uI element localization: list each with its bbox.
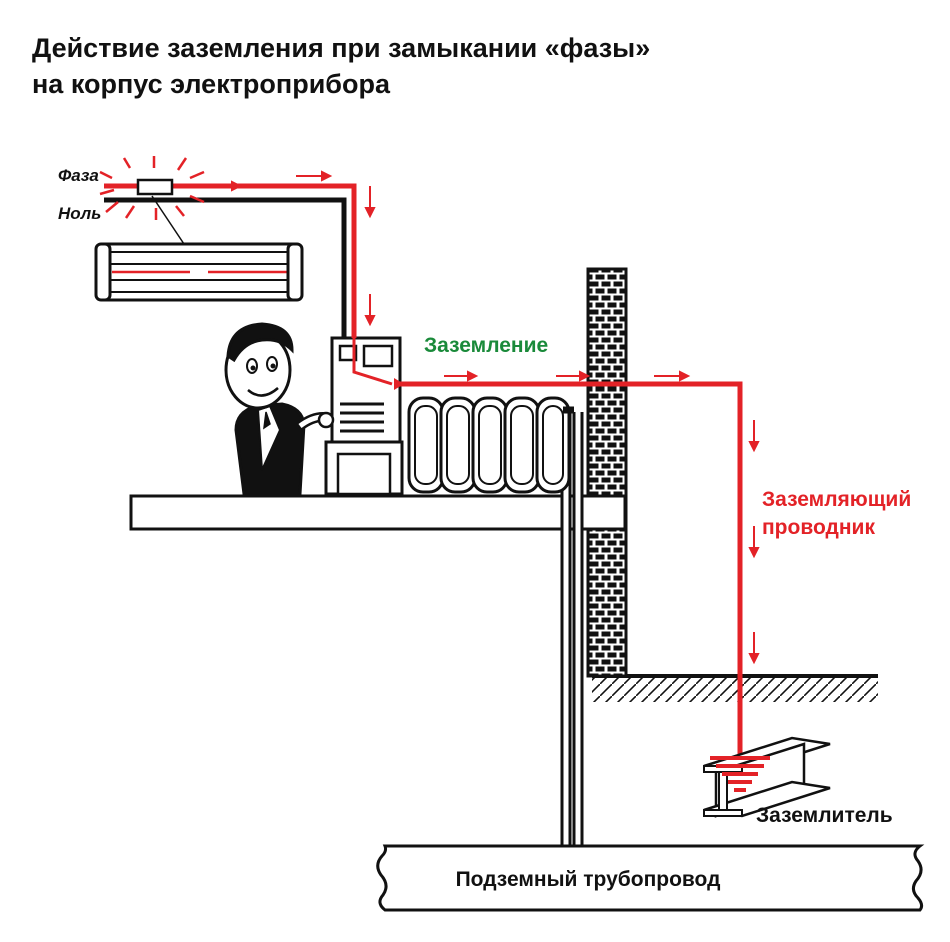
- cartoon-man: [224, 322, 335, 496]
- grounding-conductor-label-line-1: Заземляющий: [762, 488, 911, 511]
- current-direction-arrows: [208, 170, 760, 665]
- fuse-detail: [94, 242, 304, 302]
- phase-label: Фаза: [58, 166, 99, 185]
- ground-electrode-label: Заземлитель: [756, 804, 893, 827]
- grounding-label: Заземление: [424, 334, 548, 357]
- ground-surface: [592, 674, 878, 702]
- radiator: [407, 396, 574, 494]
- underground-pipeline: Подземный трубопровод: [376, 844, 925, 912]
- ground-electrode: [703, 736, 831, 818]
- grounding-conductor-label-line-2: проводник: [762, 516, 875, 539]
- brick-wall: [586, 267, 628, 678]
- neutral-label: Ноль: [58, 204, 101, 223]
- phase-wire: [104, 183, 357, 338]
- grounding-conductor: [352, 338, 743, 758]
- title-line-1: Действие заземления при замыкании «фазы»: [32, 33, 651, 63]
- underground-pipeline-label: Подземный трубопровод: [456, 868, 721, 891]
- neutral-wire: [104, 197, 347, 338]
- floor-slab: [129, 494, 627, 531]
- diagram-title: Действие заземления при замыкании «фазы»…: [32, 30, 650, 102]
- fuse-spark: [99, 156, 205, 263]
- title-line-2: на корпус электроприбора: [32, 69, 390, 99]
- electrical-appliance: [324, 336, 404, 496]
